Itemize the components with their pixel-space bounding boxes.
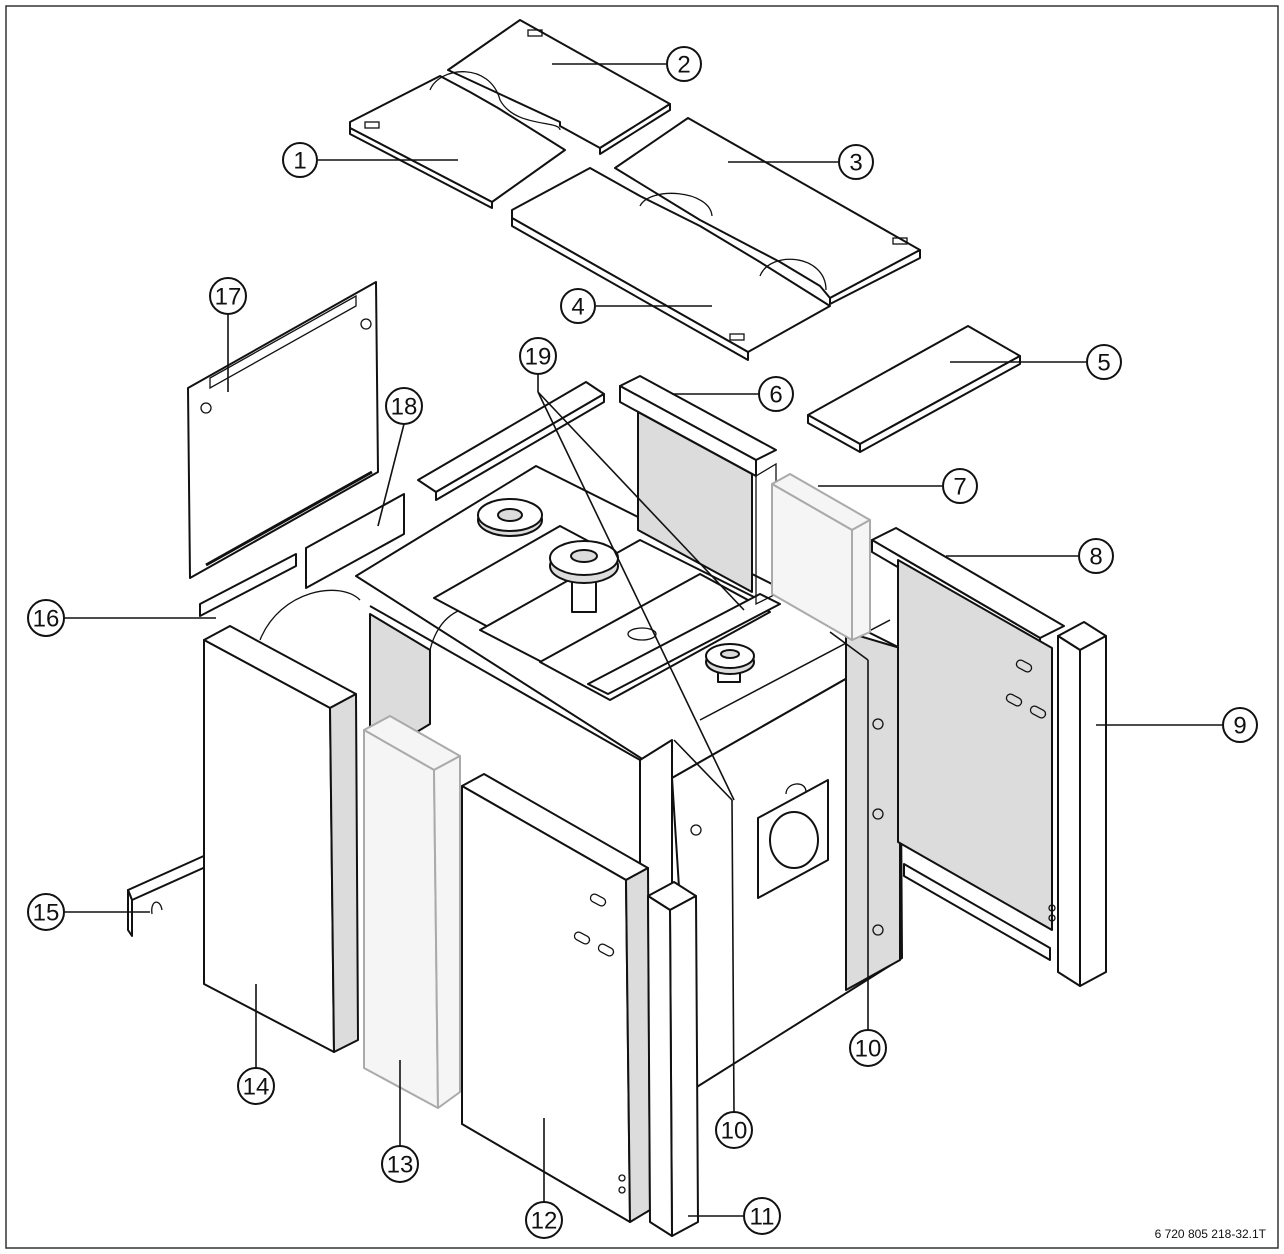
callout-16-label: 16 — [33, 606, 60, 633]
callout-18-label: 18 — [391, 394, 418, 421]
callout-10-right: 10 — [849, 1029, 887, 1067]
callout-7-label: 7 — [953, 474, 966, 501]
callout-15-label: 15 — [33, 900, 60, 927]
rear-panel-17 — [187, 281, 379, 579]
drawing-reference-code: 6 720 805 218-32.1T — [1155, 1227, 1267, 1241]
side-panel-8 — [871, 527, 1065, 961]
leader-lines — [64, 63, 1222, 1217]
diagram-border — [5, 5, 1279, 1249]
cover-panel-5 — [807, 325, 1021, 453]
top-panel-4 — [511, 167, 831, 361]
top-panel-1 — [349, 75, 566, 209]
top-panel-3 — [614, 117, 921, 305]
callout-9: 9 — [1222, 707, 1258, 743]
callout-19: 19 — [519, 337, 557, 375]
flange-right — [705, 643, 755, 683]
front-panel-12 — [461, 773, 651, 1223]
callout-10-center: 10 — [715, 1111, 753, 1149]
callout-3: 3 — [838, 144, 874, 180]
callout-5-label: 5 — [1097, 350, 1110, 377]
callout-17-label: 17 — [215, 284, 242, 311]
callout-19-label: 19 — [525, 344, 552, 371]
callout-12-label: 12 — [531, 1208, 558, 1235]
rail-11 — [647, 881, 699, 1237]
flange-left — [477, 498, 543, 537]
insulation-7 — [771, 473, 871, 641]
top-panel-2 — [429, 19, 671, 155]
front-panel-14 — [203, 625, 359, 1053]
callout-6-label: 6 — [769, 382, 782, 409]
callout-2-label: 2 — [677, 52, 690, 79]
callout-13-label: 13 — [387, 1152, 414, 1179]
flange-center — [549, 540, 619, 613]
callout-10-center-label: 10 — [721, 1118, 748, 1145]
callout-16: 16 — [27, 599, 65, 637]
callout-4: 4 — [560, 288, 596, 324]
insulation-13 — [363, 715, 461, 1109]
callout-12: 12 — [525, 1201, 563, 1239]
burner-flange — [757, 779, 829, 899]
callout-10-right-label: 10 — [855, 1036, 882, 1063]
rail-19 — [417, 381, 605, 501]
callout-14-label: 14 — [243, 1074, 270, 1101]
callout-13: 13 — [381, 1145, 419, 1183]
callout-1-label: 1 — [293, 148, 306, 175]
callout-9-label: 9 — [1233, 713, 1246, 740]
rail-9 — [1057, 621, 1107, 987]
callout-5: 5 — [1086, 344, 1122, 380]
side-panel-6 — [619, 375, 777, 606]
callout-8-label: 8 — [1089, 544, 1102, 571]
callout-15: 15 — [27, 893, 65, 931]
callout-11: 11 — [743, 1197, 781, 1235]
callout-8: 8 — [1078, 538, 1114, 574]
callout-18: 18 — [385, 387, 423, 425]
callout-3-label: 3 — [849, 150, 862, 177]
callout-17: 17 — [209, 277, 247, 315]
callout-1: 1 — [282, 142, 318, 178]
callout-7: 7 — [942, 468, 978, 504]
callout-6: 6 — [758, 376, 794, 412]
callout-14: 14 — [237, 1067, 275, 1105]
callout-4-label: 4 — [571, 294, 584, 321]
callout-11-label: 11 — [750, 1204, 775, 1231]
strip-16 — [199, 553, 297, 617]
callout-2: 2 — [666, 46, 702, 82]
